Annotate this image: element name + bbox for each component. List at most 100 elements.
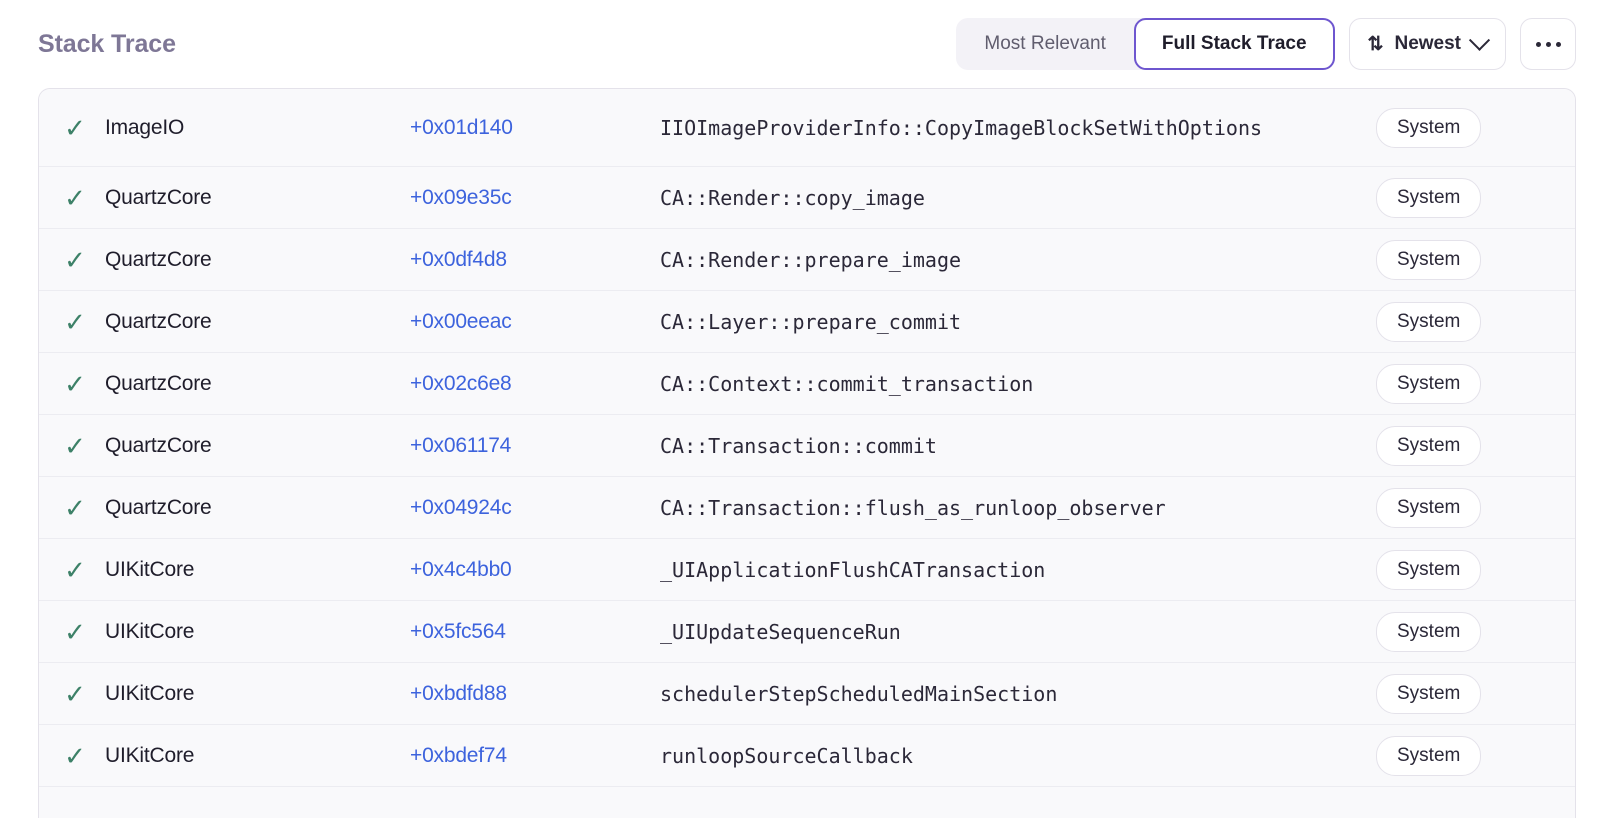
- row-origin-cell: System: [1376, 549, 1536, 590]
- check-icon: ✓: [64, 554, 86, 585]
- check-icon: ✓: [64, 740, 86, 771]
- table-row[interactable]: ✓QuartzCore +0x0df4d8 CA::Render::prepare_…: [39, 229, 1575, 291]
- row-origin-cell: System: [1376, 177, 1536, 218]
- row-package-name: QuartzCore: [105, 433, 212, 457]
- row-package-name: UIKitCore: [105, 619, 195, 643]
- table-row[interactable]: ✓ UIKitCore +0xbdef74 runloopSourceCallback…: [39, 725, 1575, 787]
- panel-header: Stack Trace Most Relevant Full Stack Tra…: [38, 0, 1576, 88]
- table-row[interactable]: ✓ QuartzCore +0x04924c CA::Transaction::flu…: [39, 477, 1575, 539]
- ellipsis-icon-dot-1: [1535, 41, 1541, 47]
- row-offset-link[interactable]: +0x061174: [410, 433, 512, 457]
- row-offset-link[interactable]: +0x5fc564: [410, 619, 506, 643]
- row-symbol-name: _UIApplicationFlushCATransaction: [660, 557, 1046, 582]
- check-icon: ✓: [64, 678, 86, 709]
- status-badge: System: [1376, 487, 1482, 528]
- check-icon: ✓: [64, 306, 86, 337]
- row-status-cell: ✓: [39, 115, 105, 141]
- check-icon: ✓: [64, 616, 86, 647]
- row-symbol-name: CA::Render::copy_image: [660, 185, 925, 210]
- row-origin-cell: System: [1376, 107, 1536, 148]
- row-status-cell: ✓: [39, 619, 105, 645]
- row-package-name: QuartzCore: [105, 185, 212, 209]
- status-badge: System: [1376, 177, 1482, 218]
- row-package-name: UIKitCore: [105, 681, 195, 705]
- stack-trace-mode-segmented-control: Most Relevant Full Stack Trace: [956, 18, 1335, 70]
- row-symbol-name: schedulerStepScheduledMainSection: [660, 681, 1058, 706]
- row-symbol-name: CA::Transaction::commit: [660, 433, 937, 458]
- row-symbol-name: _UIUpdateSequenceRun: [660, 619, 901, 644]
- status-badge: System: [1376, 735, 1482, 776]
- row-offset-link[interactable]: +0xbdef74: [410, 743, 507, 767]
- ellipsis-icon-dot-3: [1555, 41, 1561, 47]
- check-icon: ✓: [64, 492, 86, 523]
- row-package-name: QuartzCore: [105, 247, 212, 271]
- sort-dropdown[interactable]: ⇅ Newest: [1348, 18, 1506, 70]
- row-offset-link[interactable]: +0xbdfd88: [410, 681, 507, 705]
- row-origin-cell: System: [1376, 611, 1536, 652]
- row-package-name: ImageIO: [105, 115, 185, 139]
- row-offset-link[interactable]: +0x01d140: [410, 115, 513, 139]
- row-origin-cell: System: [1376, 673, 1536, 714]
- status-badge: System: [1376, 673, 1482, 714]
- status-badge: System: [1376, 425, 1482, 466]
- ellipsis-icon-dot-2: [1545, 41, 1551, 47]
- row-offset-link[interactable]: +0x00eeac: [410, 309, 512, 333]
- stack-trace-table: ✓ ImageIO +0x01d140 IIOImageProviderInfo::C…: [38, 88, 1576, 818]
- row-package-name: UIKitCore: [105, 743, 195, 767]
- row-status-cell: ✓: [39, 743, 105, 769]
- row-package-name: QuartzCore: [105, 495, 212, 519]
- row-package-name: QuartzCore: [105, 371, 212, 395]
- more-options-button[interactable]: [1520, 18, 1576, 70]
- status-badge: System: [1376, 611, 1482, 652]
- row-offset-link[interactable]: +0x04924c: [410, 495, 512, 519]
- status-badge: System: [1376, 363, 1482, 404]
- row-origin-cell: System: [1376, 487, 1536, 528]
- row-status-cell: ✓: [39, 681, 105, 707]
- table-row[interactable]: ✓ ImageIO +0x01d140 IIOImageProviderInfo::C…: [39, 89, 1575, 167]
- table-row[interactable]: ✓QuartzCore +0x09e35c CA::Render::copy_ima…: [39, 167, 1575, 229]
- row-origin-cell: System: [1376, 301, 1536, 342]
- status-badge: System: [1376, 107, 1482, 148]
- row-status-cell: ✓: [39, 495, 105, 521]
- check-icon: ✓: [64, 112, 86, 143]
- page-title: Stack Trace: [38, 29, 176, 58]
- table-row[interactable]: ✓ UIKitCore +0xbdfd88 schedulerStepSchedule…: [39, 663, 1575, 725]
- row-symbol-name: CA::Transaction::flush_as_runloop_observ…: [660, 495, 1166, 520]
- chevron-down-icon: [1468, 29, 1491, 51]
- tab-most-relevant[interactable]: Most Relevant: [956, 18, 1133, 70]
- sort-arrows-icon: ⇅: [1367, 33, 1384, 55]
- row-status-cell: ✓: [39, 309, 105, 335]
- row-package-name: QuartzCore: [105, 309, 212, 333]
- check-icon: ✓: [64, 430, 86, 461]
- row-symbol-name: CA::Layer::prepare_commit: [660, 309, 962, 334]
- row-origin-cell: System: [1376, 363, 1536, 404]
- row-symbol-name: runloopSourceCallback: [660, 743, 913, 768]
- row-offset-link[interactable]: +0x4c4bb0: [410, 557, 512, 581]
- row-offset-link[interactable]: +0x09e35c: [410, 185, 512, 209]
- sort-dropdown-label: Newest: [1394, 33, 1461, 54]
- table-row[interactable]: ✓ QuartzCore +0x061174 CA::Transaction::com…: [39, 415, 1575, 477]
- row-symbol-name: IIOImageProviderInfo::CopyImageBlockSetW…: [660, 115, 1263, 140]
- table-row[interactable]: ✓ UIKitCore +0x4c4bb0 _UIApplicationFlushCA…: [39, 539, 1575, 601]
- row-offset-link[interactable]: +0x02c6e8: [410, 371, 512, 395]
- row-package-name: UIKitCore: [105, 557, 195, 581]
- row-symbol-name: CA::Render::prepare_image: [660, 247, 962, 272]
- check-icon: ✓: [64, 368, 86, 399]
- header-controls: Most Relevant Full Stack Trace ⇅ Newest: [956, 18, 1576, 70]
- row-status-cell: ✓: [39, 557, 105, 583]
- table-row[interactable]: ✓ UIKitCore +0x5fc564 _UIUpdateSequenceRun S…: [39, 601, 1575, 663]
- row-status-cell: ✓: [39, 247, 105, 273]
- row-status-cell: ✓: [39, 433, 105, 459]
- row-status-cell: ✓: [39, 185, 105, 211]
- row-origin-cell: System: [1376, 425, 1536, 466]
- status-badge: System: [1376, 301, 1482, 342]
- row-origin-cell: System: [1376, 239, 1536, 280]
- status-badge: System: [1376, 239, 1482, 280]
- row-status-cell: ✓: [39, 371, 105, 397]
- tab-full-stack-trace[interactable]: Full Stack Trace: [1133, 18, 1335, 70]
- row-offset-link[interactable]: +0x0df4d8: [410, 247, 507, 271]
- table-row[interactable]: ✓ QuartzCore +0x00eeac CA::Layer::prepare_c…: [39, 291, 1575, 353]
- status-badge: System: [1376, 549, 1482, 590]
